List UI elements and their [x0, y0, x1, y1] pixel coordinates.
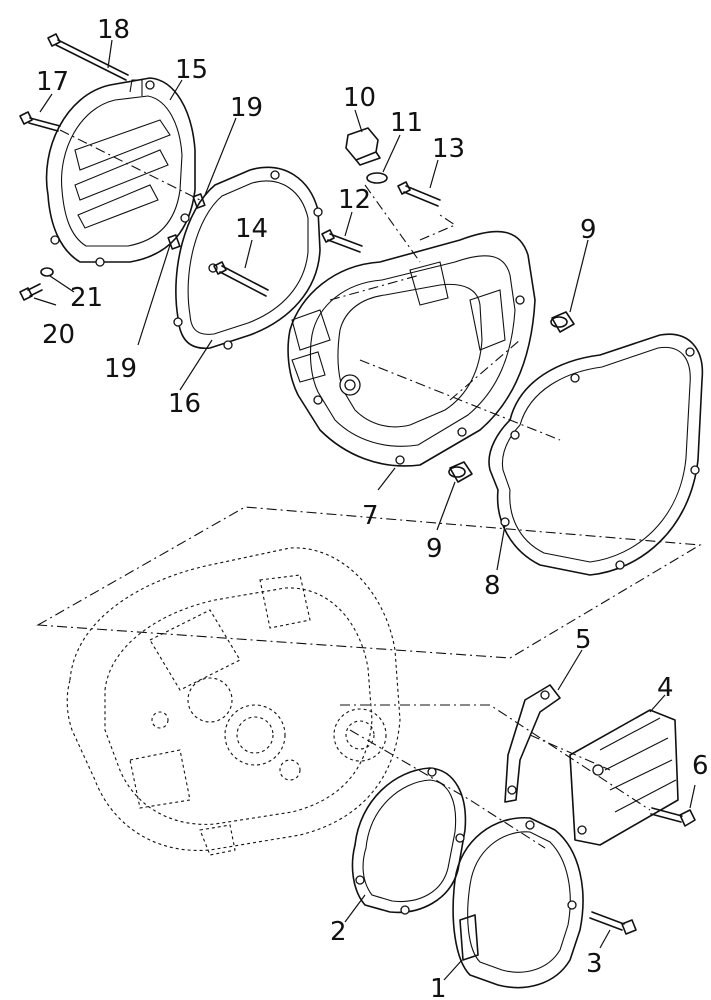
bolt-part-20	[19, 283, 43, 301]
cover-part-1	[452, 817, 584, 989]
clutch-cover-part-15	[45, 77, 196, 267]
callout-4: 4	[657, 673, 674, 703]
callout-9-upper: 9	[580, 215, 597, 245]
bolt-part-6	[650, 807, 696, 827]
guard-part-4	[569, 709, 679, 846]
callout-19-upper: 19	[230, 93, 263, 123]
callout-8: 8	[484, 571, 501, 601]
bolt-part-12	[321, 229, 363, 253]
bolt-part-3	[589, 911, 637, 935]
callout-14: 14	[235, 214, 268, 244]
callout-19-lower: 19	[104, 354, 137, 384]
leader-lines	[33, 39, 696, 981]
callout-7: 7	[362, 501, 379, 531]
callout-17: 17	[36, 67, 69, 97]
callout-5: 5	[575, 625, 592, 655]
callout-3: 3	[586, 949, 603, 979]
bolt-part-13	[397, 181, 441, 207]
o-ring-part-11	[366, 172, 388, 184]
callout-20: 20	[42, 320, 75, 350]
callout-1: 1	[430, 974, 447, 1000]
callout-9-lower: 9	[426, 534, 443, 564]
bolt-part-18	[47, 33, 129, 81]
gasket-part-16	[173, 166, 323, 350]
callout-13: 13	[432, 134, 465, 164]
gasket-part-2	[351, 767, 467, 915]
callout-12: 12	[338, 185, 371, 215]
callout-15: 15	[175, 55, 208, 85]
gasket-part-8	[488, 333, 704, 576]
plug-part-10	[345, 127, 381, 166]
callout-21: 21	[70, 283, 103, 313]
assembly-reference-lines	[36, 129, 702, 849]
crankcase-cover-part-7	[287, 230, 536, 467]
callout-2: 2	[330, 917, 347, 947]
bolt-part-14	[213, 261, 269, 297]
callout-11: 11	[390, 108, 423, 138]
callout-16: 16	[168, 389, 201, 419]
callout-labels: 1 2 3 4 5 6 7 8 9 9 10 11 12 13 14 15 16…	[36, 15, 709, 1000]
callout-18: 18	[97, 15, 130, 45]
bolt-part-17	[19, 111, 61, 132]
dowel-part-9-lower	[448, 461, 473, 483]
callout-10: 10	[343, 83, 376, 113]
washer-part-21	[40, 267, 54, 277]
dowel-part-19-upper	[192, 193, 206, 209]
bracket-part-5	[504, 684, 561, 803]
engine-crankcase-outline	[66, 547, 401, 856]
dowel-part-19-lower	[167, 234, 181, 250]
dowel-part-9-upper	[550, 311, 575, 333]
callout-6: 6	[692, 751, 709, 781]
